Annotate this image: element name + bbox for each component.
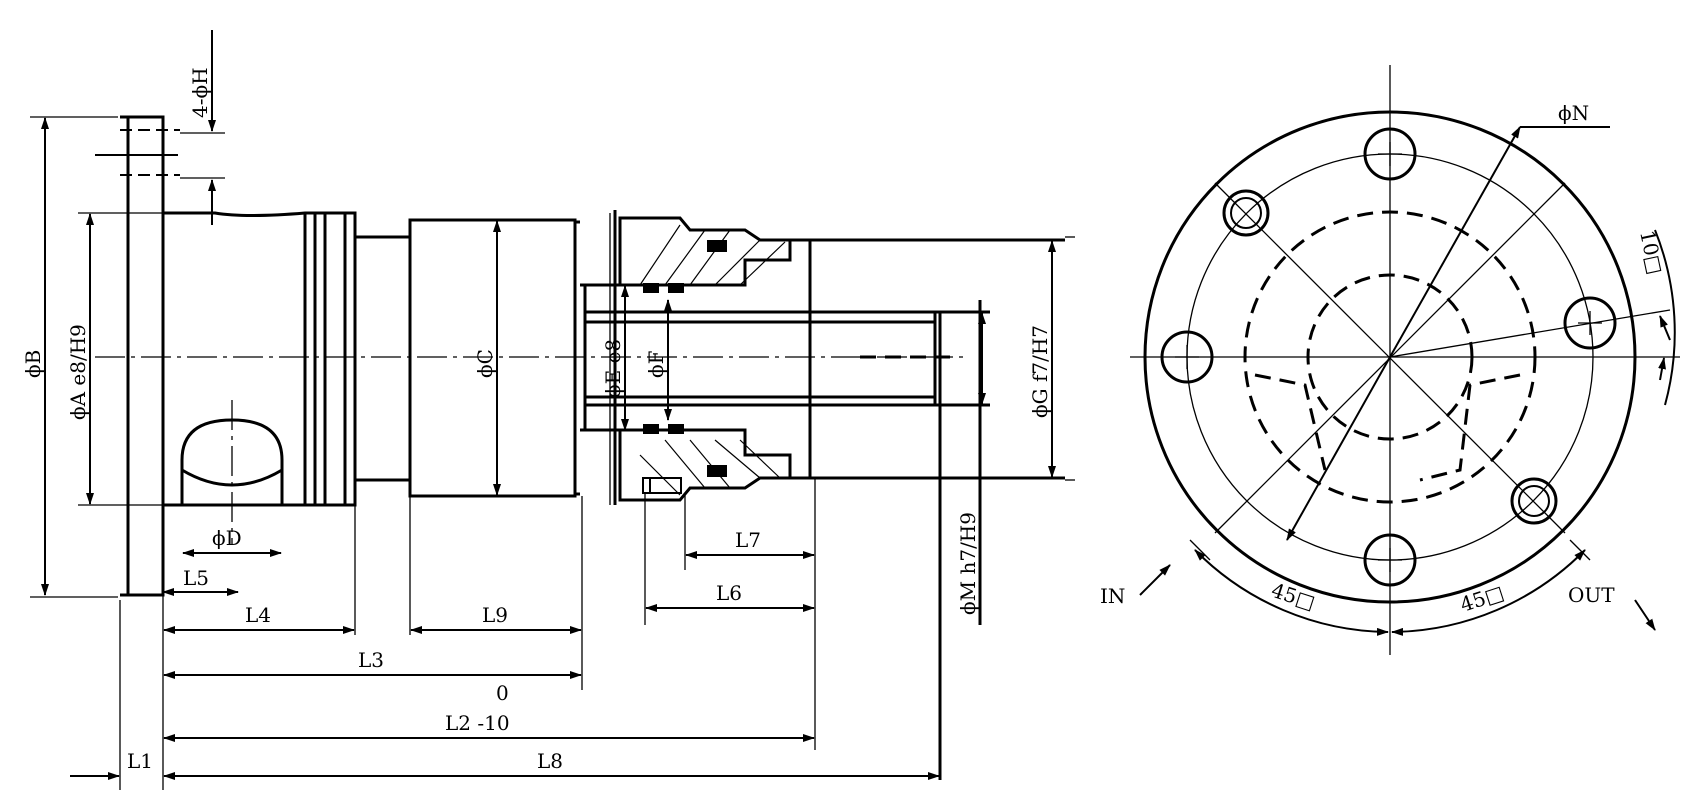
flange xyxy=(95,115,180,597)
label-out: OUT xyxy=(1568,583,1615,607)
arc-10 xyxy=(1654,229,1676,406)
label-l9: L9 xyxy=(482,603,508,627)
label-phi-b: ϕB xyxy=(21,350,45,378)
label-phi-g: ϕG f7/H7 xyxy=(1028,325,1052,418)
vertical-dims xyxy=(30,30,1075,598)
label-phi-a: ϕA e8/H9 xyxy=(66,324,90,420)
arc-45-left xyxy=(1194,549,1389,636)
main-body xyxy=(163,211,412,545)
label-l3: L3 xyxy=(358,648,384,672)
side-view: ϕB ϕA e8/H9 ϕC ϕE e8 ϕF ϕG f7/H7 ϕM h7/H… xyxy=(21,30,1075,790)
label-l2-tol: 0 xyxy=(496,681,509,705)
outer-flange-circle xyxy=(1143,110,1637,604)
bolt-hole-top xyxy=(1363,127,1417,181)
dashed-outer-circle xyxy=(1243,210,1537,504)
out-arrow xyxy=(1634,599,1656,631)
label-45-right: 45□ xyxy=(1457,580,1507,617)
label-l8: L8 xyxy=(537,749,563,773)
label-l2: L2 -10 xyxy=(445,711,510,735)
label-phi-m: ϕM h7/H9 xyxy=(956,512,980,615)
sleeve-g xyxy=(790,238,1065,480)
dashed-inner-circle xyxy=(1306,273,1474,441)
set-screw xyxy=(642,477,682,494)
label-l6: L6 xyxy=(716,581,742,605)
phi-n-leader xyxy=(1389,126,1521,358)
label-phi-e: ϕE e8 xyxy=(601,339,625,398)
label-l7: L7 xyxy=(735,528,761,552)
label-phi-f: ϕF xyxy=(644,350,668,378)
label-4-phi-h: 4-ϕH xyxy=(188,67,212,118)
label-l5: L5 xyxy=(183,566,209,590)
label-l4: L4 xyxy=(245,603,271,627)
port-out-hole xyxy=(1510,477,1558,525)
label-45-left: 45□ xyxy=(1268,578,1318,615)
port-in-hole xyxy=(1222,189,1270,237)
label-phi-n: ϕN xyxy=(1558,101,1589,125)
in-arrow xyxy=(1139,564,1171,596)
label-phi-d: ϕD xyxy=(212,526,242,550)
arc-45-right xyxy=(1391,549,1586,636)
label-10: 10□ xyxy=(1635,228,1668,276)
end-view: ϕN IN OUT 45□ 45□ 10□ xyxy=(1100,65,1680,655)
label-phi-c: ϕC xyxy=(473,349,497,378)
label-l1: L1 xyxy=(127,749,153,773)
horizontal-dims xyxy=(70,478,940,790)
collar-c xyxy=(408,218,580,498)
bolt-hole-left xyxy=(1160,330,1214,384)
label-in: IN xyxy=(1100,584,1125,608)
seal-housing xyxy=(580,210,792,505)
